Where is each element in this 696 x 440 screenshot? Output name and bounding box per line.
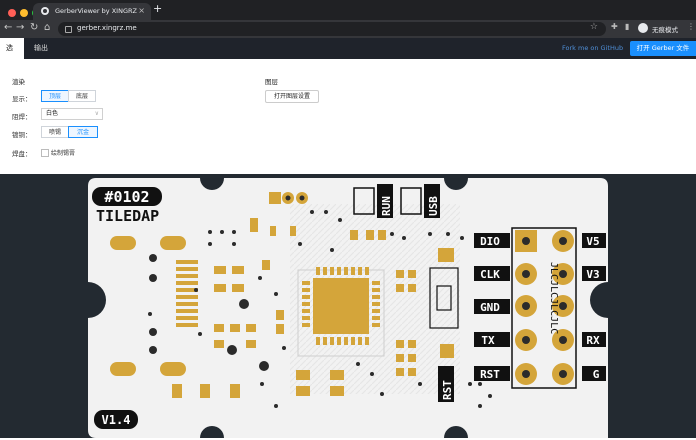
back-icon[interactable]: ← xyxy=(4,22,13,33)
url-text: gerber.xingrz.me xyxy=(77,24,137,32)
version-text: V1.4 xyxy=(102,413,131,427)
pin-label-v5: V5 xyxy=(586,235,599,248)
rx-label-bg xyxy=(582,332,606,347)
dio-label-bg xyxy=(474,233,510,248)
run-label: RUN xyxy=(380,196,393,216)
pin-label-v3: V3 xyxy=(586,268,599,281)
pcb-viewer[interactable]: #0102 TILEDAP V1.4 RUN USB RST xyxy=(0,174,696,438)
pin-label-gnd: GND xyxy=(480,301,500,314)
github-fork-link[interactable]: Fork me on GitHub xyxy=(562,44,624,52)
favicon-icon xyxy=(41,7,49,15)
chevron-down-icon: ∨ xyxy=(94,110,99,117)
tx-label-bg xyxy=(474,332,510,347)
paste-checkbox[interactable] xyxy=(41,149,49,157)
minimize-window-button[interactable] xyxy=(20,9,28,17)
drill-holes xyxy=(149,195,567,378)
version-bg xyxy=(94,410,138,429)
board-id-bg xyxy=(92,187,162,206)
tab-options[interactable]: 选项 xyxy=(0,38,24,73)
home-icon[interactable]: ⌂ xyxy=(44,22,51,33)
pcb-board-render: #0102 TILEDAP V1.4 RUN USB RST xyxy=(88,178,608,438)
layer-settings-button[interactable]: 打开图层设置 xyxy=(265,90,319,103)
jlc-vertical-text: JLCJLCJLCJLC xyxy=(548,262,559,334)
browser-chrome: GerberViewer by XINGRZ × + ← → ↻ ⌂ gerbe… xyxy=(0,0,696,38)
tab-title: GerberViewer by XINGRZ xyxy=(55,7,137,15)
address-bar[interactable]: gerber.xingrz.me ☆ xyxy=(58,22,606,36)
usb-label: USB xyxy=(427,196,440,216)
reload-icon[interactable]: ↻ xyxy=(30,22,39,33)
tab-output[interactable]: 输出 xyxy=(34,44,48,52)
options-panel: 渲染 显示： 顶层 底层 阻焊： 白色 ∨ 镀铜： 喷锡 沉金 焊盘： 绘制锡膏… xyxy=(0,59,696,174)
g-label-bg xyxy=(582,366,606,381)
clk-label-bg xyxy=(474,266,510,281)
lock-icon xyxy=(65,26,72,33)
pin-label-g: G xyxy=(593,368,600,381)
display-bottom-option[interactable]: 底层 xyxy=(68,90,96,102)
soldermask-select[interactable]: 白色 ∨ xyxy=(41,108,103,120)
bookmark-star-icon[interactable]: ☆ xyxy=(589,22,598,32)
close-tab-icon[interactable]: × xyxy=(138,6,145,15)
navigation-bar: ← → ↻ ⌂ gerber.xingrz.me ☆ xyxy=(0,20,696,38)
pin-label-clk: CLK xyxy=(480,268,500,281)
pin-label-dio: DIO xyxy=(480,235,500,248)
pin-label-rst: RST xyxy=(480,368,500,381)
display-top-option[interactable]: 顶层 xyxy=(41,90,69,102)
plating-hasl-option[interactable]: 喷锡 xyxy=(41,126,69,138)
display-label: 显示： xyxy=(12,95,32,103)
smd-components xyxy=(172,192,454,398)
rst-label-bg xyxy=(438,366,454,402)
v5-label-bg xyxy=(582,233,606,248)
usb-label-bg xyxy=(424,184,440,218)
open-gerber-button[interactable]: 打开 Gerber 文件 xyxy=(630,41,696,56)
soldermask-value: 白色 xyxy=(46,110,59,117)
plating-label: 镀铜： xyxy=(12,131,32,139)
board-id-text: #0102 xyxy=(104,188,149,206)
new-tab-button[interactable]: + xyxy=(153,2,163,15)
board-name-text: TILEDAP xyxy=(96,207,159,225)
browser-tab[interactable]: GerberViewer by XINGRZ × xyxy=(33,3,151,20)
run-label-bg xyxy=(377,184,393,218)
run-button-outline xyxy=(353,187,375,215)
pads-label: 焊盘： xyxy=(12,150,32,158)
extensions-icon[interactable]: ✚ xyxy=(611,22,618,31)
vias xyxy=(148,210,492,408)
switch-actuator xyxy=(436,285,452,311)
rst-label-bg xyxy=(474,366,510,381)
usb-button-outline xyxy=(400,187,422,215)
mcu-pad xyxy=(313,278,369,334)
render-heading: 渲染 xyxy=(12,78,25,86)
rst-vertical-label: RST xyxy=(441,380,454,400)
browser-menu-icon[interactable]: ⋮ xyxy=(687,22,695,31)
plating-enig-option[interactable]: 沉金 xyxy=(68,126,98,138)
switch-outline xyxy=(429,267,459,329)
side-panel-icon[interactable]: ▮ xyxy=(625,22,630,31)
forward-icon[interactable]: → xyxy=(16,22,25,33)
app-header: 选项 输出 Fork me on GitHub 打开 Gerber 文件 xyxy=(0,38,696,73)
left-ic-pins xyxy=(176,260,198,327)
pin-label-tx: TX xyxy=(481,334,495,347)
incognito-avatar-icon[interactable] xyxy=(638,23,648,33)
soldermask-label: 阻焊： xyxy=(12,113,32,121)
mcu-pins xyxy=(302,267,380,345)
close-window-button[interactable] xyxy=(8,9,16,17)
header-outline xyxy=(511,227,577,389)
gnd-label-bg xyxy=(474,299,510,314)
v3-label-bg xyxy=(582,266,606,281)
layers-heading: 图层 xyxy=(265,78,278,86)
paste-checkbox-label[interactable]: 绘制锡膏 xyxy=(51,150,76,157)
incognito-label: 无痕模式 xyxy=(652,26,678,34)
pin-label-rx: RX xyxy=(586,334,600,347)
